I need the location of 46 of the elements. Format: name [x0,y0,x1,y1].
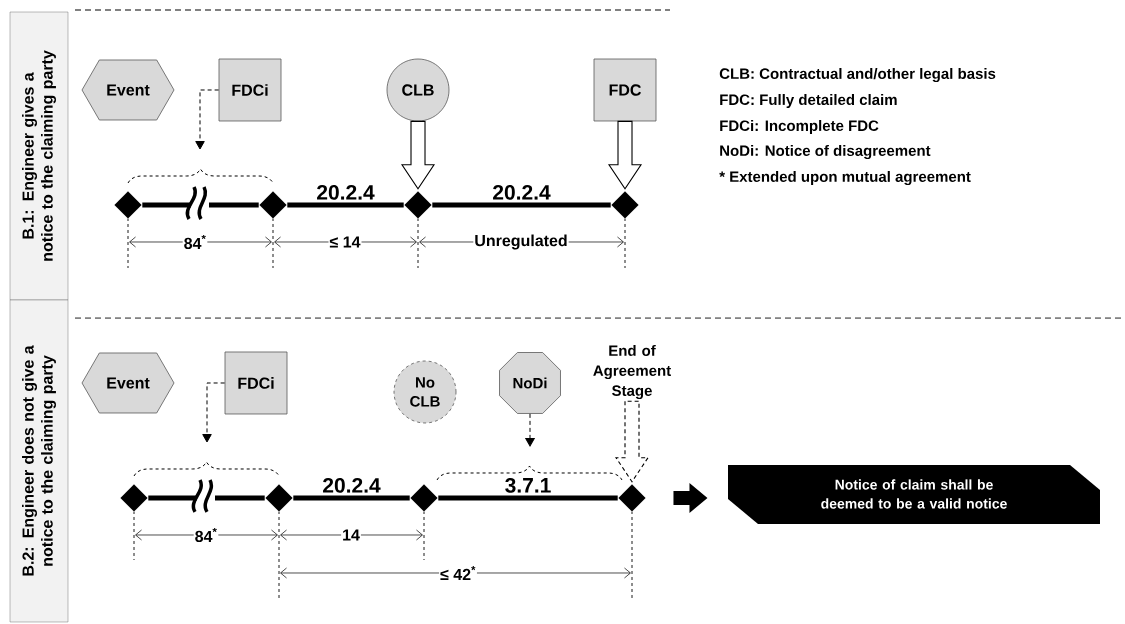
legend-text: CLB: Contractual and/other legal basis [719,68,996,83]
milestone-diamond [409,483,439,513]
block-arrow [615,400,650,483]
block-arrow [673,483,708,513]
document-box: FDC [593,58,657,122]
legend-text: NoDi: Notice of disagreement [720,145,931,160]
dimension-label: 84$^{*}$ [182,233,208,251]
milestone-diamond [610,190,640,220]
block-arrow [401,120,436,190]
edge-label: 20.2.4 [491,183,552,201]
arrow [202,382,226,443]
timeline-segment [432,202,611,208]
band-label: B.1: Engineer gives a notice to the claiming party [9,11,69,301]
legend-text: * Extended upon mutual agreement [719,171,971,186]
dimension-label: 84$^{*}$ [193,526,219,544]
legend-text: FDC: Fully detailed claim [720,94,897,108]
band-label: B.2: Engineer does not give a notice to the claiming party [9,299,69,623]
arrow [525,413,535,447]
timeline-segment [148,495,265,501]
milestone-diamond [113,190,143,220]
milestone-diamond [258,190,288,220]
arrow [195,89,220,150]
milestone-diamond [403,190,433,220]
dimension-label: Unregulated [473,233,569,251]
disagreement-octagon: NoDi [499,352,561,414]
document-box: FDCi [218,58,282,122]
milestone-diamond [119,483,149,513]
dimension-label: ≤ 42$^{*}$ [439,565,477,581]
milestone-diamond [617,483,647,513]
event-hexagon: Event [81,352,175,414]
timeline-segment [438,495,618,501]
dimension-label: 14 [341,528,361,542]
timeline-segment [142,202,259,208]
result-banner: Notice of claim shall be deemed to be a valid notice [728,465,1100,524]
dimension-label: ≤ 14 [328,235,362,249]
edge-label: 20.2.4 [321,476,382,494]
edge-label: 20.2.4 [315,183,376,201]
edge-label: 3.7.1 [503,476,553,494]
block-arrow [608,120,643,190]
event-hexagon: Event [81,59,175,121]
timeline-segment [293,495,410,501]
document-box: FDCi [224,351,288,415]
stage-text: End of Agreement Stage [593,344,671,399]
milestone-diamond [264,483,294,513]
timeline-segment [287,202,404,208]
legend-text: FDCi: Incomplete FDC [720,120,879,134]
